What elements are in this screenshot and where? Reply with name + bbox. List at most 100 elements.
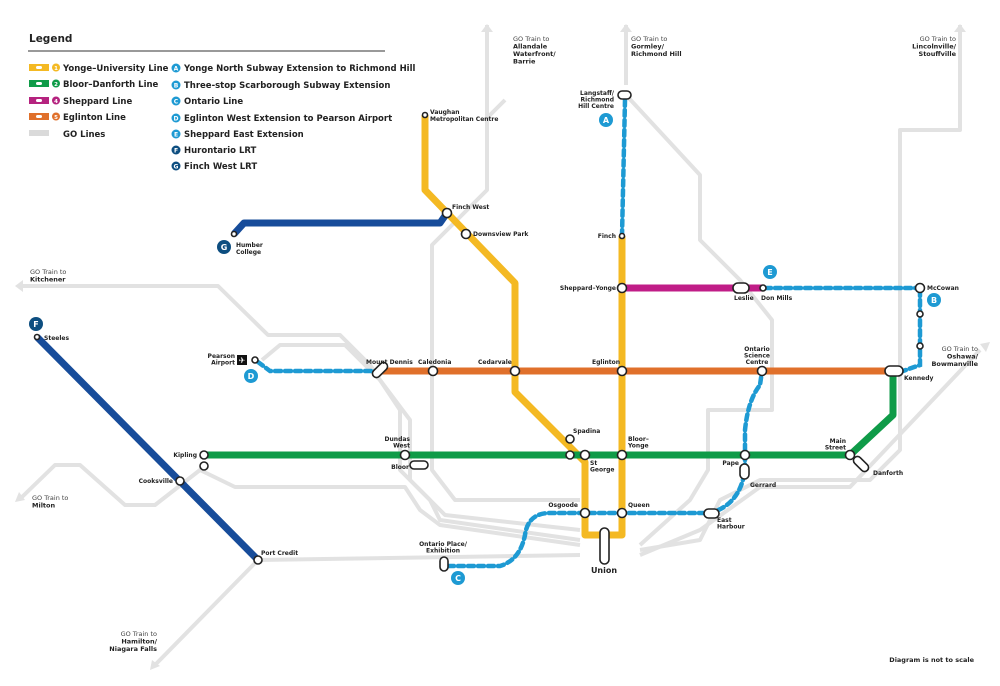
station-eglinton[interactable] — [616, 365, 628, 377]
station-steeles[interactable] — [33, 333, 41, 341]
legend-item-line-2: 2 Bloor–Danforth Line — [29, 79, 159, 90]
label-port-credit: Port Credit — [261, 550, 298, 557]
station-dundas-west[interactable] — [399, 449, 411, 461]
label-gerrard: Gerrard — [750, 482, 776, 489]
station-gerrard[interactable] — [739, 463, 750, 480]
footnote-not-to-scale: Diagram is not to scale — [889, 656, 974, 664]
label-don-mills: Don Mills — [761, 295, 793, 302]
station-leslie[interactable] — [732, 282, 750, 294]
station-finch[interactable] — [618, 232, 626, 240]
station-port-credit[interactable] — [253, 555, 263, 565]
label-pape: Pape — [722, 460, 739, 467]
go-arrow-icons — [15, 24, 990, 670]
station-pearson[interactable] — [251, 356, 259, 364]
project-b-letter: B — [174, 83, 179, 90]
station-humber[interactable] — [230, 230, 238, 238]
station-sheppard-yonge[interactable] — [616, 282, 628, 294]
station-queen[interactable] — [616, 507, 628, 519]
legend-title: Legend — [29, 33, 72, 45]
airplane-icon: ✈ — [239, 356, 246, 365]
station-b-1[interactable] — [916, 310, 924, 318]
station-don-mills[interactable] — [759, 284, 767, 292]
legend-item-b: B Three-stop Scarborough Subway Extension — [171, 80, 390, 91]
station-caledonia[interactable] — [427, 365, 439, 377]
station-langstaff[interactable] — [617, 90, 632, 100]
label-caledonia: Caledonia — [418, 359, 451, 366]
label-finch: Finch — [598, 233, 616, 240]
station-spadina-top[interactable] — [565, 434, 575, 444]
project-e-letter: E — [174, 132, 178, 139]
rapid-transit-lines — [34, 115, 897, 563]
label-mount-dennis: Mount Dennis — [366, 359, 413, 366]
station-kipling[interactable] — [199, 450, 209, 460]
project-b-label: Three-stop Scarborough Subway Extension — [184, 81, 390, 91]
station-spadina[interactable] — [565, 450, 575, 460]
project-d-letter: D — [174, 116, 179, 123]
line-4-number-icon — [52, 96, 60, 105]
station-kipling-bottom[interactable] — [199, 461, 209, 471]
go-line-milton — [20, 463, 581, 547]
station-mount-dennis[interactable] — [371, 361, 389, 379]
station-b-2[interactable] — [916, 342, 924, 350]
station-pape[interactable] — [739, 449, 751, 461]
station-st-george[interactable] — [579, 449, 591, 461]
svg-text:G: G — [221, 243, 228, 252]
station-osc[interactable] — [756, 365, 768, 377]
station-finch-west[interactable] — [441, 207, 453, 219]
legend-item-line-4: 4 Sheppard Line — [29, 96, 132, 107]
label-mccowan: McCowan — [927, 285, 959, 292]
station-cooksville[interactable] — [175, 476, 185, 486]
station-bloor-yonge[interactable] — [616, 449, 628, 461]
go-line-up — [260, 343, 581, 532]
go-lines — [15, 24, 990, 670]
label-queen: Queen — [628, 502, 650, 509]
station-kennedy[interactable] — [884, 365, 904, 377]
station-osgoode[interactable] — [579, 507, 591, 519]
label-spadina: Spadina — [573, 428, 600, 435]
label-kipling: Kipling — [173, 452, 197, 459]
label-sheppard-yonge: Sheppard–Yonge — [560, 285, 616, 292]
badge-a: A — [599, 113, 613, 127]
station-downsview-park[interactable] — [460, 228, 472, 240]
go-line-ext — [483, 98, 507, 122]
station-danforth[interactable] — [852, 455, 870, 473]
legend-item-line-1: 1 Yonge–University Line — [29, 63, 169, 74]
line-4-number: 4 — [54, 99, 58, 105]
badge-c: C — [451, 571, 465, 585]
station-east-harbour[interactable] — [703, 508, 720, 519]
badge-f: F — [29, 317, 43, 331]
station-bloor[interactable] — [409, 460, 429, 470]
station-union[interactable] — [599, 527, 610, 565]
project-c-letter: C — [174, 99, 179, 106]
station-main-street[interactable] — [844, 449, 856, 461]
station-cedarvale[interactable] — [509, 365, 521, 377]
station-ontario-place[interactable] — [439, 556, 449, 572]
project-badges: A B C D E F G — [29, 113, 941, 585]
line-d-eglinton-west — [255, 359, 381, 374]
go-line-stouffville — [639, 25, 962, 552]
line-5-label: Eglinton Line — [63, 113, 126, 123]
station-mccowan[interactable] — [914, 282, 926, 294]
label-leslie: Leslie — [734, 295, 754, 302]
project-g-letter: G — [174, 164, 179, 171]
project-lines — [255, 97, 923, 569]
svg-text:C: C — [455, 574, 461, 583]
line-b-scarborough — [900, 287, 923, 374]
station-vaughan[interactable] — [421, 111, 429, 119]
project-a-letter: A — [174, 66, 179, 73]
line-2-bloor-danforth — [204, 371, 897, 459]
label-steeles: Steeles — [44, 335, 69, 342]
